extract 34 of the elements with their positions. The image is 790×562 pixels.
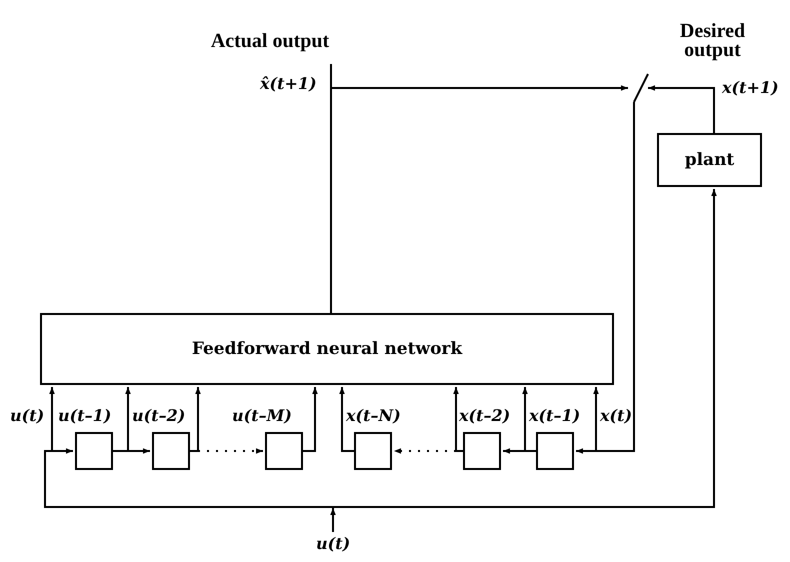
arrow xyxy=(576,102,635,454)
signal-label: x(t+1) xyxy=(722,80,779,96)
delay-box xyxy=(152,432,190,470)
signal-label: x̂(t+1) xyxy=(260,76,317,92)
delay-box xyxy=(354,432,392,470)
signal-label: u(t–M) xyxy=(232,408,292,424)
arrow xyxy=(303,387,318,452)
arrow xyxy=(339,387,354,452)
signal-label: x(t) xyxy=(600,408,632,424)
arrow xyxy=(190,387,201,452)
arrow xyxy=(333,189,717,508)
delay-box xyxy=(265,432,303,470)
arrow xyxy=(44,448,333,508)
signal-label: u(t) xyxy=(10,408,44,424)
delay-box xyxy=(536,432,574,470)
signal-label: x(t–2) xyxy=(459,408,510,424)
arrow xyxy=(453,387,463,452)
delay-box xyxy=(75,432,113,470)
arrow xyxy=(113,448,150,454)
signal-label: u(t–1) xyxy=(58,408,112,424)
plant-block: plant xyxy=(657,133,762,187)
delay-box xyxy=(463,432,501,470)
signal-label: u(t–2) xyxy=(132,408,186,424)
arrow xyxy=(330,63,629,314)
arrow xyxy=(330,508,336,532)
input-label: u(t) xyxy=(316,536,350,552)
dotted-arrow xyxy=(394,448,456,454)
arrow xyxy=(648,85,715,133)
signal-label: x(t–1) xyxy=(529,408,580,424)
signal-label: x(t–N) xyxy=(346,408,401,424)
heading-label: Actual output xyxy=(210,32,330,51)
network-block: Feedforward neural network xyxy=(40,313,614,385)
heading-label: Desired output xyxy=(678,22,746,60)
dotted-arrow xyxy=(198,448,263,454)
